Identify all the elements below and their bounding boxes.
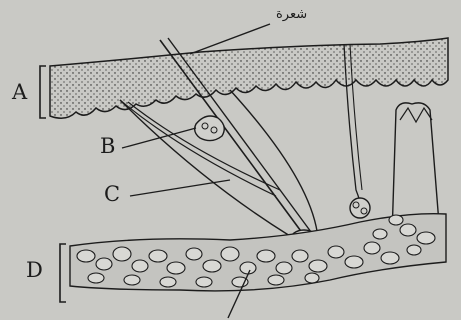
sebaceous-gland xyxy=(195,116,225,141)
pointer-c xyxy=(130,180,230,196)
pointer-b xyxy=(122,128,196,148)
label-c: C xyxy=(104,184,120,205)
label-d: D xyxy=(26,260,43,281)
bracket-d xyxy=(60,244,66,302)
label-hair: شعرة xyxy=(276,8,307,21)
label-b: B xyxy=(100,136,115,157)
sweat-gland xyxy=(350,198,370,218)
epidermis-layer xyxy=(50,38,448,118)
label-a: A xyxy=(12,82,27,103)
bracket-a xyxy=(40,66,46,118)
